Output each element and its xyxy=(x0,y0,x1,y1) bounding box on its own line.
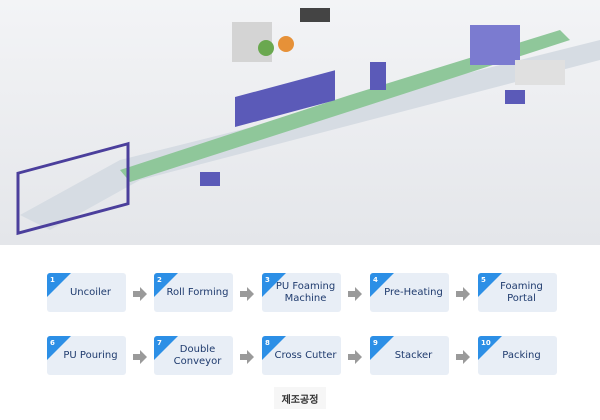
corner-badge xyxy=(154,336,178,360)
step-number: 8 xyxy=(265,339,270,347)
step-label: Packing xyxy=(502,349,541,361)
step-label: Cross Cutter xyxy=(274,349,337,361)
step-number: 9 xyxy=(373,339,378,347)
step-number: 2 xyxy=(157,276,162,284)
section-caption: 제조공정 xyxy=(274,387,326,409)
step-label: PU Foaming Machine xyxy=(275,280,336,304)
factory-line-image xyxy=(16,8,600,236)
corner-badge xyxy=(370,273,394,297)
arrow-right-icon xyxy=(133,286,147,301)
step-number: 4 xyxy=(373,276,378,284)
arrow-right-icon xyxy=(348,349,362,364)
step-number: 5 xyxy=(481,276,486,284)
step-label: Foaming Portal xyxy=(500,280,543,304)
arrow-right-icon xyxy=(240,286,254,301)
step-number: 10 xyxy=(481,339,491,347)
step-number: 1 xyxy=(50,276,55,284)
arrow-right-icon xyxy=(348,286,362,301)
arrow-right-icon xyxy=(240,349,254,364)
arrow-right-icon xyxy=(456,349,470,364)
step-label: Roll Forming xyxy=(166,286,229,298)
arrow-right-icon xyxy=(133,349,147,364)
step-pu-pouring: 6 PU Pouring xyxy=(47,336,126,375)
corner-badge xyxy=(154,273,178,297)
production-line-illustration xyxy=(0,0,600,245)
arrow-right-icon xyxy=(456,286,470,301)
step-number: 3 xyxy=(265,276,270,284)
corner-badge xyxy=(47,336,71,360)
step-label: Double Conveyor xyxy=(173,343,222,367)
step-label: PU Pouring xyxy=(63,349,118,361)
corner-badge xyxy=(47,273,71,297)
corner-badge xyxy=(262,336,286,360)
step-pu-foaming-machine: 3 PU Foaming Machine xyxy=(262,273,341,312)
corner-badge xyxy=(478,273,502,297)
corner-badge xyxy=(262,273,286,297)
step-number: 6 xyxy=(50,339,55,347)
step-number: 7 xyxy=(157,339,162,347)
corner-badge xyxy=(370,336,394,360)
step-label: Uncoiler xyxy=(69,286,112,298)
corner-badge xyxy=(478,336,502,360)
step-label: Stacker xyxy=(394,349,433,361)
step-label: Pre-Heating xyxy=(384,286,443,298)
